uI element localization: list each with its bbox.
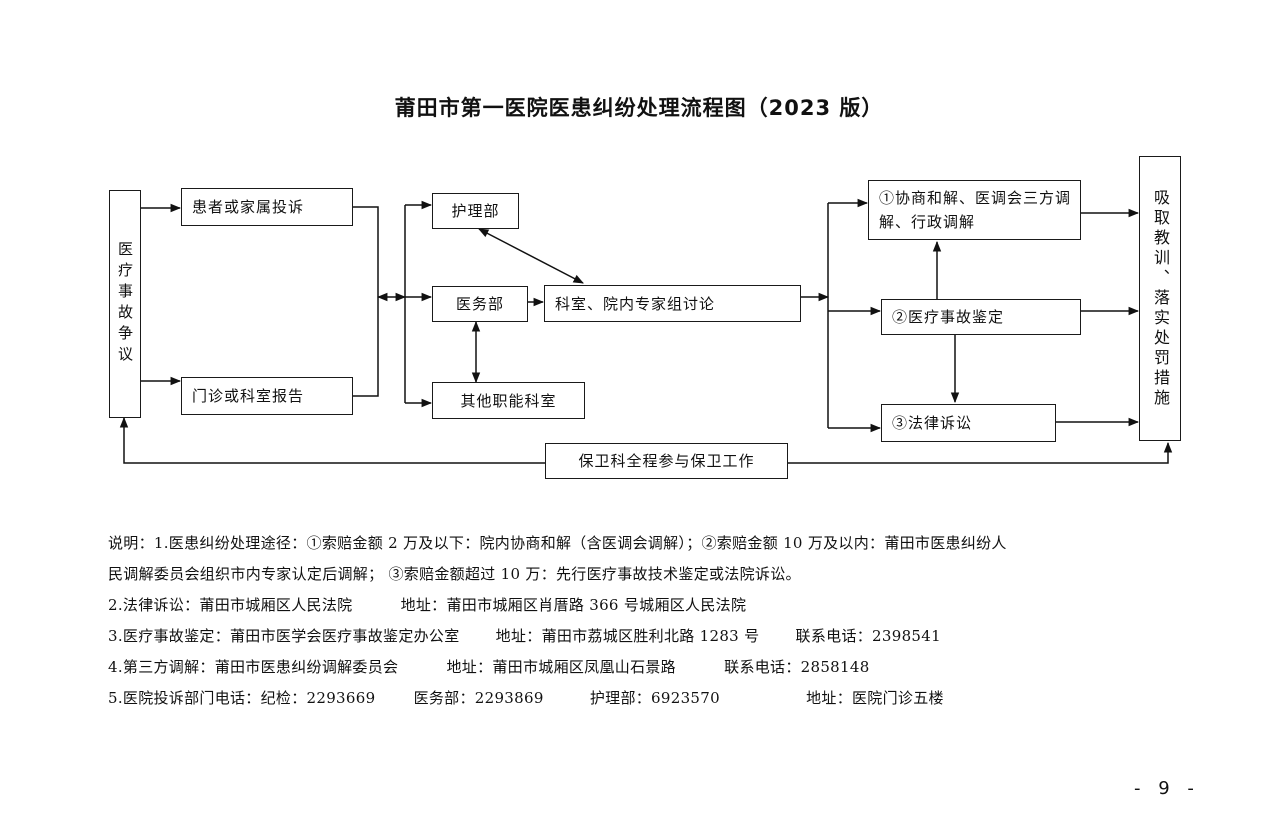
box-medical-dispute: 医疗事故争议 bbox=[109, 190, 141, 418]
note-5-nursing: 护理部：6923570 bbox=[589, 689, 720, 707]
box-security: 保卫科全程参与保卫工作 bbox=[545, 443, 788, 479]
page-number: - 9 - bbox=[1134, 778, 1200, 799]
note-5: 5.医院投诉部门电话：纪检：2293669 医务部：2293869 护理部：69… bbox=[108, 683, 1188, 714]
arrow-security-to-dispute bbox=[119, 416, 545, 464]
note-3-phone: 联系电话：2398541 bbox=[795, 627, 941, 645]
note-5-discipline: 5.医院投诉部门电话：纪检：2293669 bbox=[108, 689, 376, 707]
note-1-line-1: 说明：1.医患纠纷处理途径：①索赔金额 2 万及以下：院内协商和解（含医调会调解… bbox=[108, 534, 1007, 552]
note-2: 2.法律诉讼：莆田市城厢区人民法院 地址：莆田市城厢区肖厝路 366 号城厢区人… bbox=[108, 590, 1188, 621]
note-3-address: 地址：莆田市荔城区胜利北路 1283 号 bbox=[495, 627, 760, 645]
box-lessons: 吸取教训、落实处罚措施 bbox=[1139, 156, 1181, 441]
note-3-office: 3.医疗事故鉴定：莆田市医学会医疗事故鉴定办公室 bbox=[108, 627, 460, 645]
note-4-phone: 联系电话：2858148 bbox=[724, 658, 870, 676]
box-nursing: 护理部 bbox=[432, 193, 519, 229]
box-option1: ①协商和解、医调会三方调解、行政调解 bbox=[868, 180, 1081, 240]
note-2-court: 2.法律诉讼：莆田市城厢区人民法院 bbox=[108, 596, 353, 614]
arrow-security-to-lessons bbox=[787, 441, 1173, 464]
note-2-address: 地址：莆田市城厢区肖厝路 366 号城厢区人民法院 bbox=[400, 596, 747, 614]
notes-section: 说明：1.医患纠纷处理途径：①索赔金额 2 万及以下：院内协商和解（含医调会调解… bbox=[108, 528, 1188, 714]
box-other-depts: 其他职能科室 bbox=[432, 382, 585, 419]
note-5-address: 地址：医院门诊五楼 bbox=[806, 689, 944, 707]
line-report-merge bbox=[352, 297, 379, 397]
note-1-line-2: 民调解委员会组织市内专家认定后调解； ③索赔金额超过 10 万：先行医疗事故技术… bbox=[108, 565, 801, 583]
note-3: 3.医疗事故鉴定：莆田市医学会医疗事故鉴定办公室 地址：莆田市荔城区胜利北路 1… bbox=[108, 621, 1188, 652]
arrow-nursing-discussion bbox=[478, 228, 584, 284]
line-complaint-merge bbox=[352, 206, 379, 297]
box-discussion: 科室、院内专家组讨论 bbox=[544, 285, 801, 322]
note-4-address: 地址：莆田市城厢区凤凰山石景路 bbox=[446, 658, 676, 676]
box-option3: ③法律诉讼 bbox=[881, 404, 1056, 442]
box-report: 门诊或科室报告 bbox=[181, 377, 353, 415]
note-4-committee: 4.第三方调解：莆田市医患纠纷调解委员会 bbox=[108, 658, 399, 676]
box-complaint: 患者或家属投诉 bbox=[181, 188, 353, 226]
note-5-medical: 医务部：2293869 bbox=[413, 689, 544, 707]
box-option2: ②医疗事故鉴定 bbox=[881, 299, 1081, 335]
box-medical-affairs: 医务部 bbox=[432, 286, 528, 322]
note-4: 4.第三方调解：莆田市医患纠纷调解委员会 地址：莆田市城厢区凤凰山石景路 联系电… bbox=[108, 652, 1188, 683]
page-title: 莆田市第一医院医患纠纷处理流程图（2023 版） bbox=[394, 96, 884, 120]
